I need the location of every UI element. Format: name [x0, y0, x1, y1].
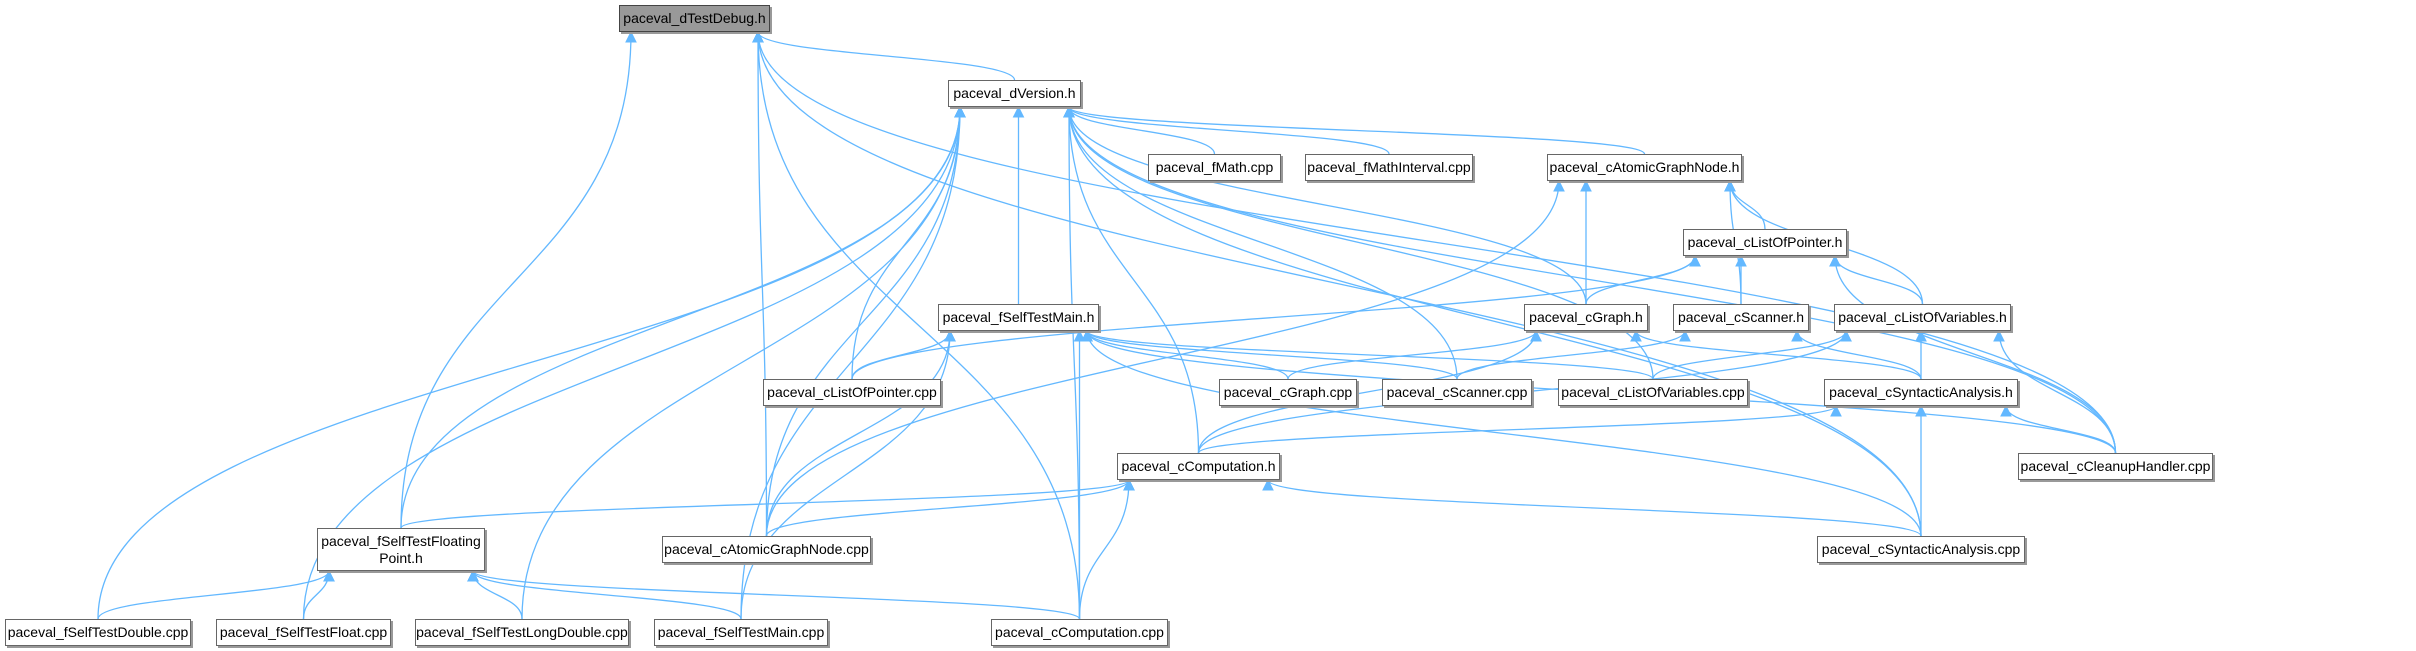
edge-c-atomic-graph-node-cpp-to-c-computation-h	[765, 478, 1135, 537]
node-d-test-debug: paceval_dTestDebug.h	[619, 5, 770, 32]
edge-c-scanner-cpp-to-d-version	[1063, 105, 1458, 380]
edge-f-self-test-float-cpp-to-f-self-test-floating-point-h	[302, 569, 335, 620]
edge-c-computation-cpp-to-f-self-test-floating-point-h	[467, 569, 1081, 620]
edge-c-cleanup-handler-cpp-to-c-list-of-pointer-h	[1829, 254, 2117, 454]
edge-f-self-test-float-cpp-to-d-version	[302, 105, 966, 620]
edge-c-atomic-graph-node-cpp-to-d-test-debug	[752, 30, 768, 537]
edge-c-cleanup-handler-cpp-to-c-syntactic-analysis-h	[2000, 404, 2117, 454]
node-c-syntactic-analysis-h[interactable]: paceval_cSyntacticAnalysis.h	[1824, 379, 2018, 406]
edge-c-syntactic-analysis-cpp-to-d-test-debug	[752, 30, 1922, 537]
edge-c-atomic-graph-node-h-to-d-version	[1063, 105, 1646, 155]
node-c-scanner-cpp[interactable]: paceval_cScanner.cpp	[1382, 379, 1532, 406]
edge-c-atomic-graph-node-cpp-to-d-version	[765, 105, 966, 537]
node-c-computation-h[interactable]: paceval_cComputation.h	[1117, 453, 1280, 480]
edge-c-cleanup-handler-cpp-to-d-test-debug	[752, 30, 2117, 454]
node-c-scanner-h[interactable]: paceval_cScanner.h	[1673, 304, 1809, 331]
node-c-list-of-pointer-cpp[interactable]: paceval_cListOfPointer.cpp	[763, 379, 941, 406]
node-c-syntactic-analysis-cpp[interactable]: paceval_cSyntacticAnalysis.cpp	[1817, 536, 2025, 563]
edge-f-self-test-main-cpp-to-f-self-test-floating-point-h	[467, 569, 742, 620]
edge-c-graph-cpp-to-f-self-test-main-h	[1081, 329, 1289, 380]
edge-c-scanner-cpp-to-f-self-test-main-h	[1081, 329, 1458, 380]
edge-c-graph-cpp-to-c-graph-h	[1287, 329, 1542, 380]
node-f-self-test-double-cpp[interactable]: paceval_fSelfTestDouble.cpp	[5, 619, 191, 646]
node-c-atomic-graph-node-cpp[interactable]: paceval_cAtomicGraphNode.cpp	[662, 536, 871, 563]
node-c-list-of-pointer-h[interactable]: paceval_cListOfPointer.h	[1683, 229, 1847, 256]
edge-c-computation-cpp-to-c-computation-h	[1078, 478, 1135, 620]
edge-f-self-test-floating-point-h-to-c-computation-h	[400, 478, 1135, 529]
edge-f-self-test-long-double-cpp-to-d-version	[521, 105, 966, 620]
edge-c-list-of-variables-h-to-c-list-of-pointer-h	[1829, 254, 1924, 305]
edge-c-computation-h-to-c-syntactic-analysis-h	[1197, 404, 1842, 454]
node-c-cleanup-handler-cpp[interactable]: paceval_cCleanupHandler.cpp	[2018, 453, 2213, 480]
node-f-self-test-floating-point-h[interactable]: paceval_fSelfTestFloating Point.h	[317, 528, 485, 571]
node-c-list-of-variables-cpp[interactable]: paceval_cListOfVariables.cpp	[1558, 379, 1748, 406]
edge-c-cleanup-handler-cpp-to-d-version	[1063, 105, 2117, 454]
edge-c-syntactic-analysis-cpp-to-d-version	[1063, 105, 1922, 537]
edge-c-list-of-variables-cpp-to-f-self-test-main-h	[1081, 329, 1654, 380]
edge-f-self-test-main-cpp-to-d-version	[740, 105, 966, 620]
edge-c-atomic-graph-node-cpp-to-f-self-test-main-h	[765, 329, 956, 537]
edge-c-syntactic-analysis-cpp-to-f-self-test-main-h	[1081, 329, 1922, 537]
edge-c-cleanup-handler-cpp-to-c-list-of-variables-h	[1993, 329, 2117, 454]
edge-c-list-of-variables-cpp-to-c-list-of-variables-h	[1652, 329, 1852, 380]
edge-f-math-interval-to-d-version	[1063, 105, 1390, 155]
node-f-self-test-float-cpp[interactable]: paceval_fSelfTestFloat.cpp	[216, 619, 391, 646]
edge-c-syntactic-analysis-cpp-to-c-computation-h	[1262, 478, 1922, 537]
edge-c-computation-h-to-d-version	[1063, 105, 1200, 454]
node-f-math-interval[interactable]: paceval_fMathInterval.cpp	[1305, 154, 1473, 181]
node-c-list-of-variables-h[interactable]: paceval_cListOfVariables.h	[1834, 304, 2011, 331]
edge-c-list-of-pointer-h-to-c-atomic-graph-node-h	[1724, 179, 1766, 230]
edge-c-syntactic-analysis-h-to-c-graph-h	[1630, 329, 1922, 380]
edge-f-self-test-floating-point-h-to-d-version	[400, 105, 966, 529]
edge-f-self-test-floating-point-h-to-d-test-debug	[400, 30, 637, 529]
edge-c-scanner-cpp-to-c-scanner-h	[1456, 329, 1691, 380]
edge-c-computation-cpp-to-d-test-debug	[752, 30, 1081, 620]
edge-c-syntactic-analysis-h-to-c-scanner-h	[1791, 329, 1922, 380]
edge-d-version-to-d-test-debug	[752, 30, 1016, 81]
node-c-atomic-graph-node-h[interactable]: paceval_cAtomicGraphNode.h	[1547, 154, 1742, 181]
edge-c-computation-h-to-c-graph-h	[1197, 329, 1542, 454]
edge-c-atomic-graph-node-cpp-to-c-atomic-graph-node-h	[765, 179, 1565, 537]
edge-c-graph-h-to-d-version	[1063, 105, 1587, 305]
edge-c-list-of-pointer-cpp-to-f-self-test-main-h	[851, 329, 956, 380]
edge-f-self-test-double-cpp-to-f-self-test-floating-point-h	[97, 569, 335, 620]
node-c-graph-cpp[interactable]: paceval_cGraph.cpp	[1219, 379, 1357, 406]
node-f-self-test-main-cpp[interactable]: paceval_fSelfTestMain.cpp	[654, 619, 828, 646]
node-c-graph-h[interactable]: paceval_cGraph.h	[1524, 304, 1648, 331]
edge-f-self-test-double-cpp-to-d-version	[97, 105, 966, 620]
node-d-version[interactable]: paceval_dVersion.h	[948, 80, 1081, 107]
node-f-math[interactable]: paceval_fMath.cpp	[1148, 154, 1281, 181]
node-f-self-test-long-double-cpp[interactable]: paceval_fSelfTestLongDouble.cpp	[415, 619, 629, 646]
node-f-self-test-main-h[interactable]: paceval_fSelfTestMain.h	[938, 304, 1099, 331]
node-c-computation-cpp[interactable]: paceval_cComputation.cpp	[991, 619, 1168, 646]
